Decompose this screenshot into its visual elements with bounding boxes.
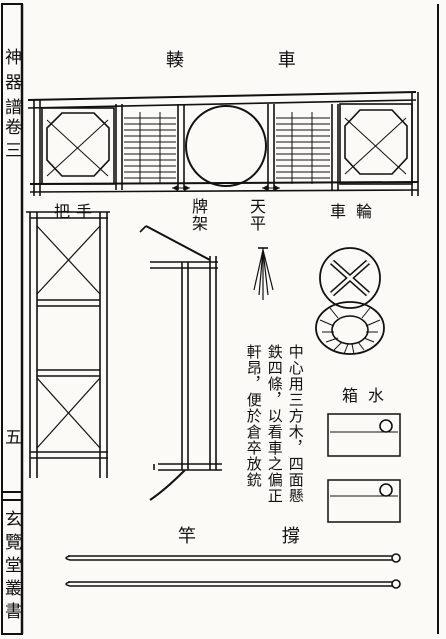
description-column-2: 鉄四條，以看車之偏正: [265, 344, 284, 504]
page-number: 五: [1, 428, 21, 446]
description-column-3: 軒昂，便於倉卒放銃: [244, 344, 263, 488]
description-column-1: 中心用三方木，四面懸: [286, 344, 305, 504]
book-title: 神器譜: [1, 48, 21, 123]
hand-grip-label: 手把: [54, 202, 99, 221]
support-pole-label: 撐 竿: [178, 526, 340, 547]
water-box-label: 水箱: [342, 386, 395, 405]
volume-label: 卷三: [1, 118, 21, 164]
wheel-label: 輪車: [330, 202, 383, 221]
shield-frame-label: 牌架: [189, 198, 208, 232]
publisher-label: 玄覽堂叢書: [1, 510, 21, 625]
cart-title: 車 輳: [166, 50, 340, 71]
balance-label: 天平: [247, 198, 266, 232]
